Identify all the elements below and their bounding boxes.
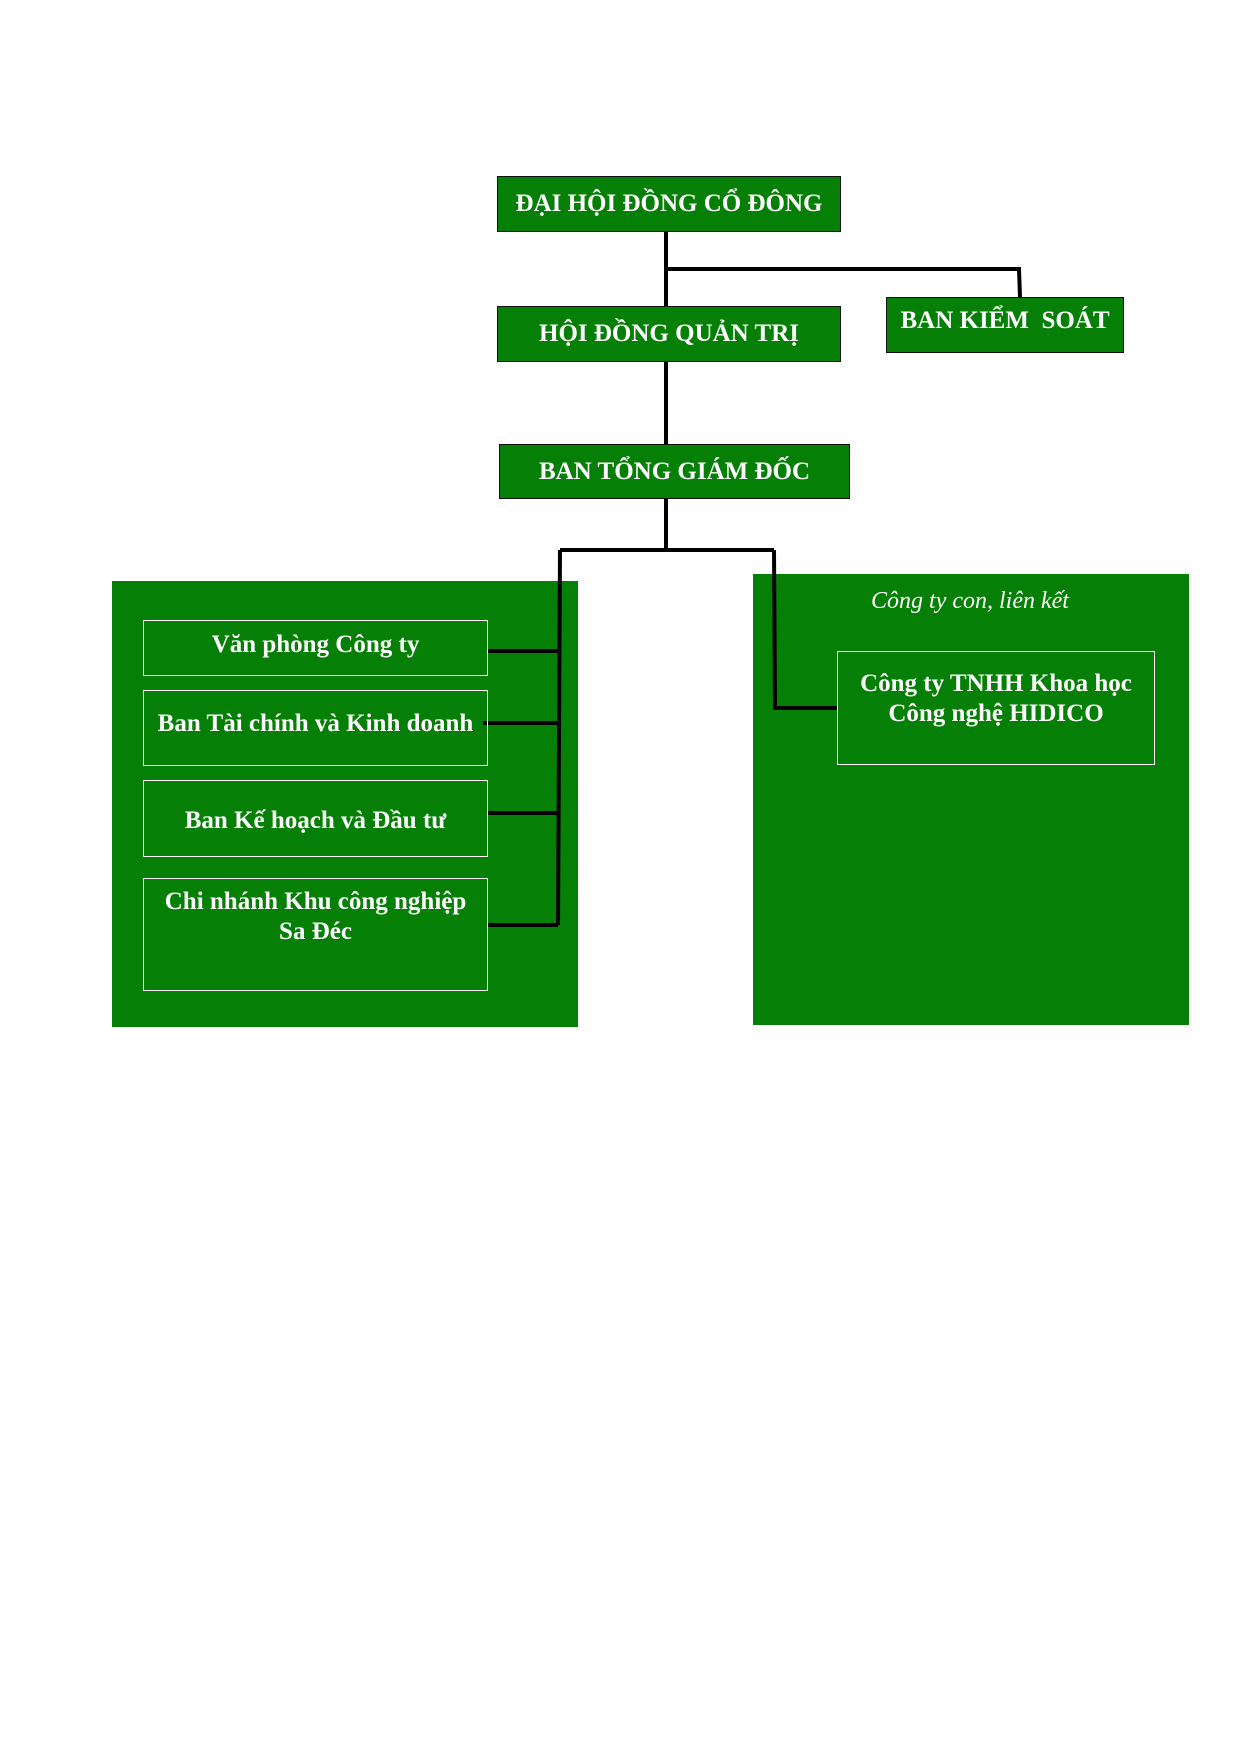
- supervisory-board-box: BAN KIỂM SOÁT: [886, 297, 1124, 353]
- connector-to-supervisory: [666, 267, 1022, 298]
- general-directors-label: BAN TỔNG GIÁM ĐỐC: [538, 457, 811, 485]
- departments-panel: [112, 581, 578, 1027]
- subsidiaries-caption: Công ty con, liên kết: [871, 588, 1069, 614]
- department-label: Ban Kế hoạch và Đầu tư: [184, 806, 447, 834]
- department-label: Văn phòng Công ty: [211, 631, 420, 658]
- department-box-3: Ban Kế hoạch và Đầu tư: [143, 780, 488, 857]
- subsidiary-label: Công ty TNHH Khoa học Công nghệ HIDICO: [860, 670, 1132, 727]
- department-label: Ban Tài chính và Kinh doanh: [157, 710, 474, 737]
- general-directors-box: BAN TỔNG GIÁM ĐỐC: [499, 444, 850, 499]
- supervisory-board-label: BAN KIỂM SOÁT: [900, 307, 1110, 334]
- board-of-directors-box: HỘI ĐỒNG QUẢN TRỊ: [497, 306, 841, 362]
- department-label: Chi nhánh Khu công nghiệp Sa Đéc: [164, 888, 467, 945]
- department-box-2: Ban Tài chính và Kinh doanh: [143, 690, 488, 766]
- subsidiaries-panel: [753, 574, 1189, 1025]
- board-of-directors-label: HỘI ĐỒNG QUẢN TRỊ: [539, 320, 799, 347]
- department-box-1: Văn phòng Công ty: [143, 620, 488, 676]
- subsidiary-box-1: Công ty TNHH Khoa học Công nghệ HIDICO: [837, 651, 1155, 765]
- shareholders-meeting-box: ĐẠI HỘI ĐỒNG CỔ ĐÔNG: [497, 176, 841, 232]
- shareholders-meeting-label: ĐẠI HỘI ĐỒNG CỔ ĐÔNG: [515, 190, 823, 217]
- department-box-4: Chi nhánh Khu công nghiệp Sa Đéc: [143, 878, 488, 991]
